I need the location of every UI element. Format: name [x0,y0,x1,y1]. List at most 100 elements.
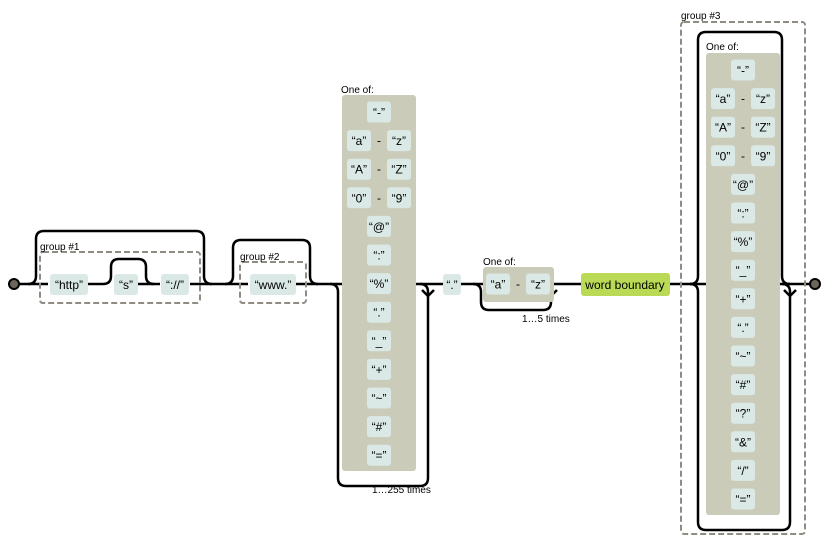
range-end-text: “z” [392,134,406,148]
range-start: “a” [486,273,510,295]
charset-3-label: One of: [706,42,739,53]
charset-literal-text: “=” [372,449,387,463]
range-start-text: “0” [716,149,731,163]
range-start-text: “a” [352,134,367,148]
charset-literal: “/” [731,459,755,481]
range-start-text: “a” [491,278,506,292]
charset-literal-text: “+” [372,363,387,377]
charset-literal: “-” [367,101,391,123]
literal-www: “www.” [250,274,296,295]
range-start: “0” [711,145,735,167]
group-3-label: group #3 [681,11,721,22]
literal-scheme-sep-text: “://” [166,278,184,292]
charset-1-repeat: 1…255 times [372,485,431,496]
charset-literal-text: “?” [736,407,751,421]
charset-literal: “.” [367,301,391,323]
literal-dot: “.” [443,274,461,295]
range-end: “9” [751,145,775,167]
charset-literal-text: “%” [370,277,389,291]
charset-literal: “:” [731,202,755,224]
charset-literal-text: “+” [736,292,751,306]
range-separator: - [377,162,381,176]
charset-literal-text: “@” [733,178,753,192]
literal-http: “http” [50,274,88,295]
charset-literal: “+” [367,358,391,380]
range-start-text: “a” [716,92,731,106]
range-separator: - [741,149,745,163]
literal-dot-text: “.” [446,278,457,292]
group-2: group #2 “www.” [239,252,307,304]
range-end-text: “9” [756,149,771,163]
charset-2-repeat: 1…5 times [522,314,570,325]
charset-literal-text: “.” [373,306,384,320]
charset-literal: “#” [367,416,391,438]
group-3: group #3 [680,11,806,535]
literal-s-text: “s” [119,278,133,292]
charset-3: One of: “-”“a”-“z”“A”-“Z”“0”-“9”“@”“:”“%… [706,42,780,515]
range-end: “z” [751,88,775,110]
charset-literal: “?” [731,402,755,424]
charset-literal-text: “~” [736,350,751,364]
group-1-border [39,251,201,304]
anchor-word-boundary: word boundary [581,273,670,296]
charset-literal-text: “#” [736,378,751,392]
charset-literal-text: “@” [369,220,389,234]
range-start-text: “A” [715,121,731,135]
range-separator: - [377,191,381,205]
charset-literal: “-” [731,59,755,81]
charset-literal: “=” [367,444,391,466]
range-end-text: “9” [392,191,407,205]
range-start: “0” [347,187,371,209]
group-1: group #1 “http” “s” “://” [39,242,201,304]
range-start-text: “A” [351,163,367,177]
charset-literal: “=” [731,488,755,510]
charset-literal: “_” [731,259,755,281]
range-end: “z” [387,130,411,152]
charset-literal-text: “%” [734,235,753,249]
literal-http-text: “http” [55,278,83,292]
charset-literal: “.” [731,316,755,338]
charset-literal-text: “-” [737,64,749,78]
charset-literal: “:” [367,244,391,266]
charset-literal: “#” [731,374,755,396]
charset-2: One of: “a”-“z” [483,257,554,302]
range-end: “Z” [387,158,411,180]
charset-literal-text: “=” [736,493,751,507]
charset-literal-text: “&” [735,435,751,449]
charset-literal-text: “:” [737,207,748,221]
literal-scheme-sep: “://” [161,274,189,295]
charset-literal: “@” [731,173,755,195]
charset-literal-text: “:” [373,249,384,263]
charset-literal: “+” [731,288,755,310]
charset-3-bg [706,53,780,515]
range-separator: - [741,120,745,134]
charset-literal: “~” [367,387,391,409]
range-end: “9” [387,187,411,209]
charset-1: One of: “-”“a”-“z”“A”-“Z”“0”-“9”“@”“:”“%… [341,85,416,471]
charset-literal: “~” [731,345,755,367]
anchor-word-boundary-text: word boundary [584,278,664,292]
charset-literal: “@” [367,215,391,237]
range-end: “z” [526,273,550,295]
range-separator: - [516,277,520,291]
literal-s: “s” [114,274,138,295]
charset-literal-text: “_” [372,334,387,348]
range-end-text: “Z” [755,121,770,135]
range-end-text: “z” [756,92,770,106]
charset-literal: “%” [731,231,755,253]
range-end-text: “Z” [391,163,406,177]
charset-2-label: One of: [483,257,516,268]
range-end-text: “z” [531,278,545,292]
charset-literal-text: “-” [373,106,385,120]
start-node [8,278,20,290]
range-start: “A” [347,158,371,180]
range-start: “a” [347,130,371,152]
charset-literal-text: “#” [372,420,387,434]
group-2-label: group #2 [240,252,280,263]
charset-literal-text: “_” [736,264,751,278]
group-3-border [680,21,806,535]
range-separator: - [377,134,381,148]
range-start: “a” [711,88,735,110]
range-separator: - [741,92,745,106]
